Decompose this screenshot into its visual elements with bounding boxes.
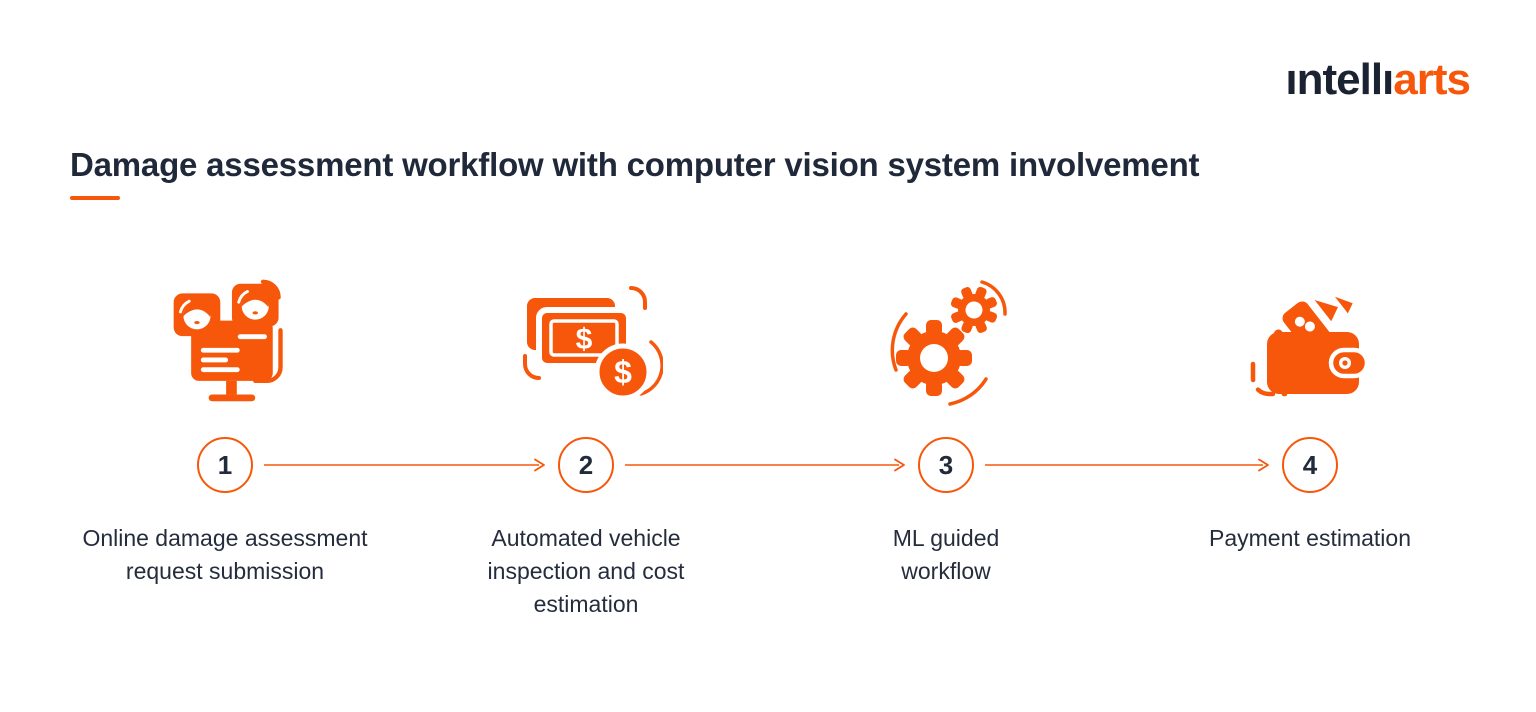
gears-icon: [890, 280, 1007, 406]
step2-icon-box: $ $: [513, 280, 664, 415]
arrow-step1-step2: [264, 458, 545, 472]
coin-dollar-glyph: $: [614, 354, 632, 390]
step4-label: Payment estimation: [1209, 525, 1411, 551]
step2-number-badge: 2: [558, 437, 614, 493]
banknote-coin-icon: $ $: [523, 286, 664, 401]
wallet-icon: [1250, 296, 1370, 397]
step2-number: 2: [578, 449, 594, 480]
step3-number-badge: 3: [918, 437, 974, 493]
step4-number-badge: 4: [1282, 437, 1338, 493]
logo-text-accent: arts: [1393, 55, 1471, 104]
logo-text-dark: ıntellı: [1285, 55, 1394, 104]
step1-icon-box: [162, 274, 298, 415]
step1-number-badge: 1: [197, 437, 253, 493]
step3-label: ML guided workflow: [892, 525, 1000, 584]
arrow-step2-step3: [625, 458, 905, 472]
banknote-dollar-glyph: $: [576, 323, 593, 356]
step3-icon-box: [876, 272, 1016, 417]
step1-label: Online damage assessment request submiss…: [82, 525, 368, 584]
intelliarts-logo: ıntellıarts: [1285, 55, 1471, 104]
step2-label: Automated vehicle inspection and cost es…: [487, 525, 685, 617]
arrow-step3-step4: [985, 458, 1269, 472]
step4-icon-box: [1245, 280, 1385, 415]
step3-number: 3: [938, 449, 954, 480]
title-underline: [70, 196, 120, 200]
monitor-users-icon: [173, 279, 283, 402]
page-title: Damage assessment workflow with computer…: [70, 146, 1200, 183]
step1-number: 1: [217, 449, 233, 480]
step4-number: 4: [1302, 449, 1318, 480]
